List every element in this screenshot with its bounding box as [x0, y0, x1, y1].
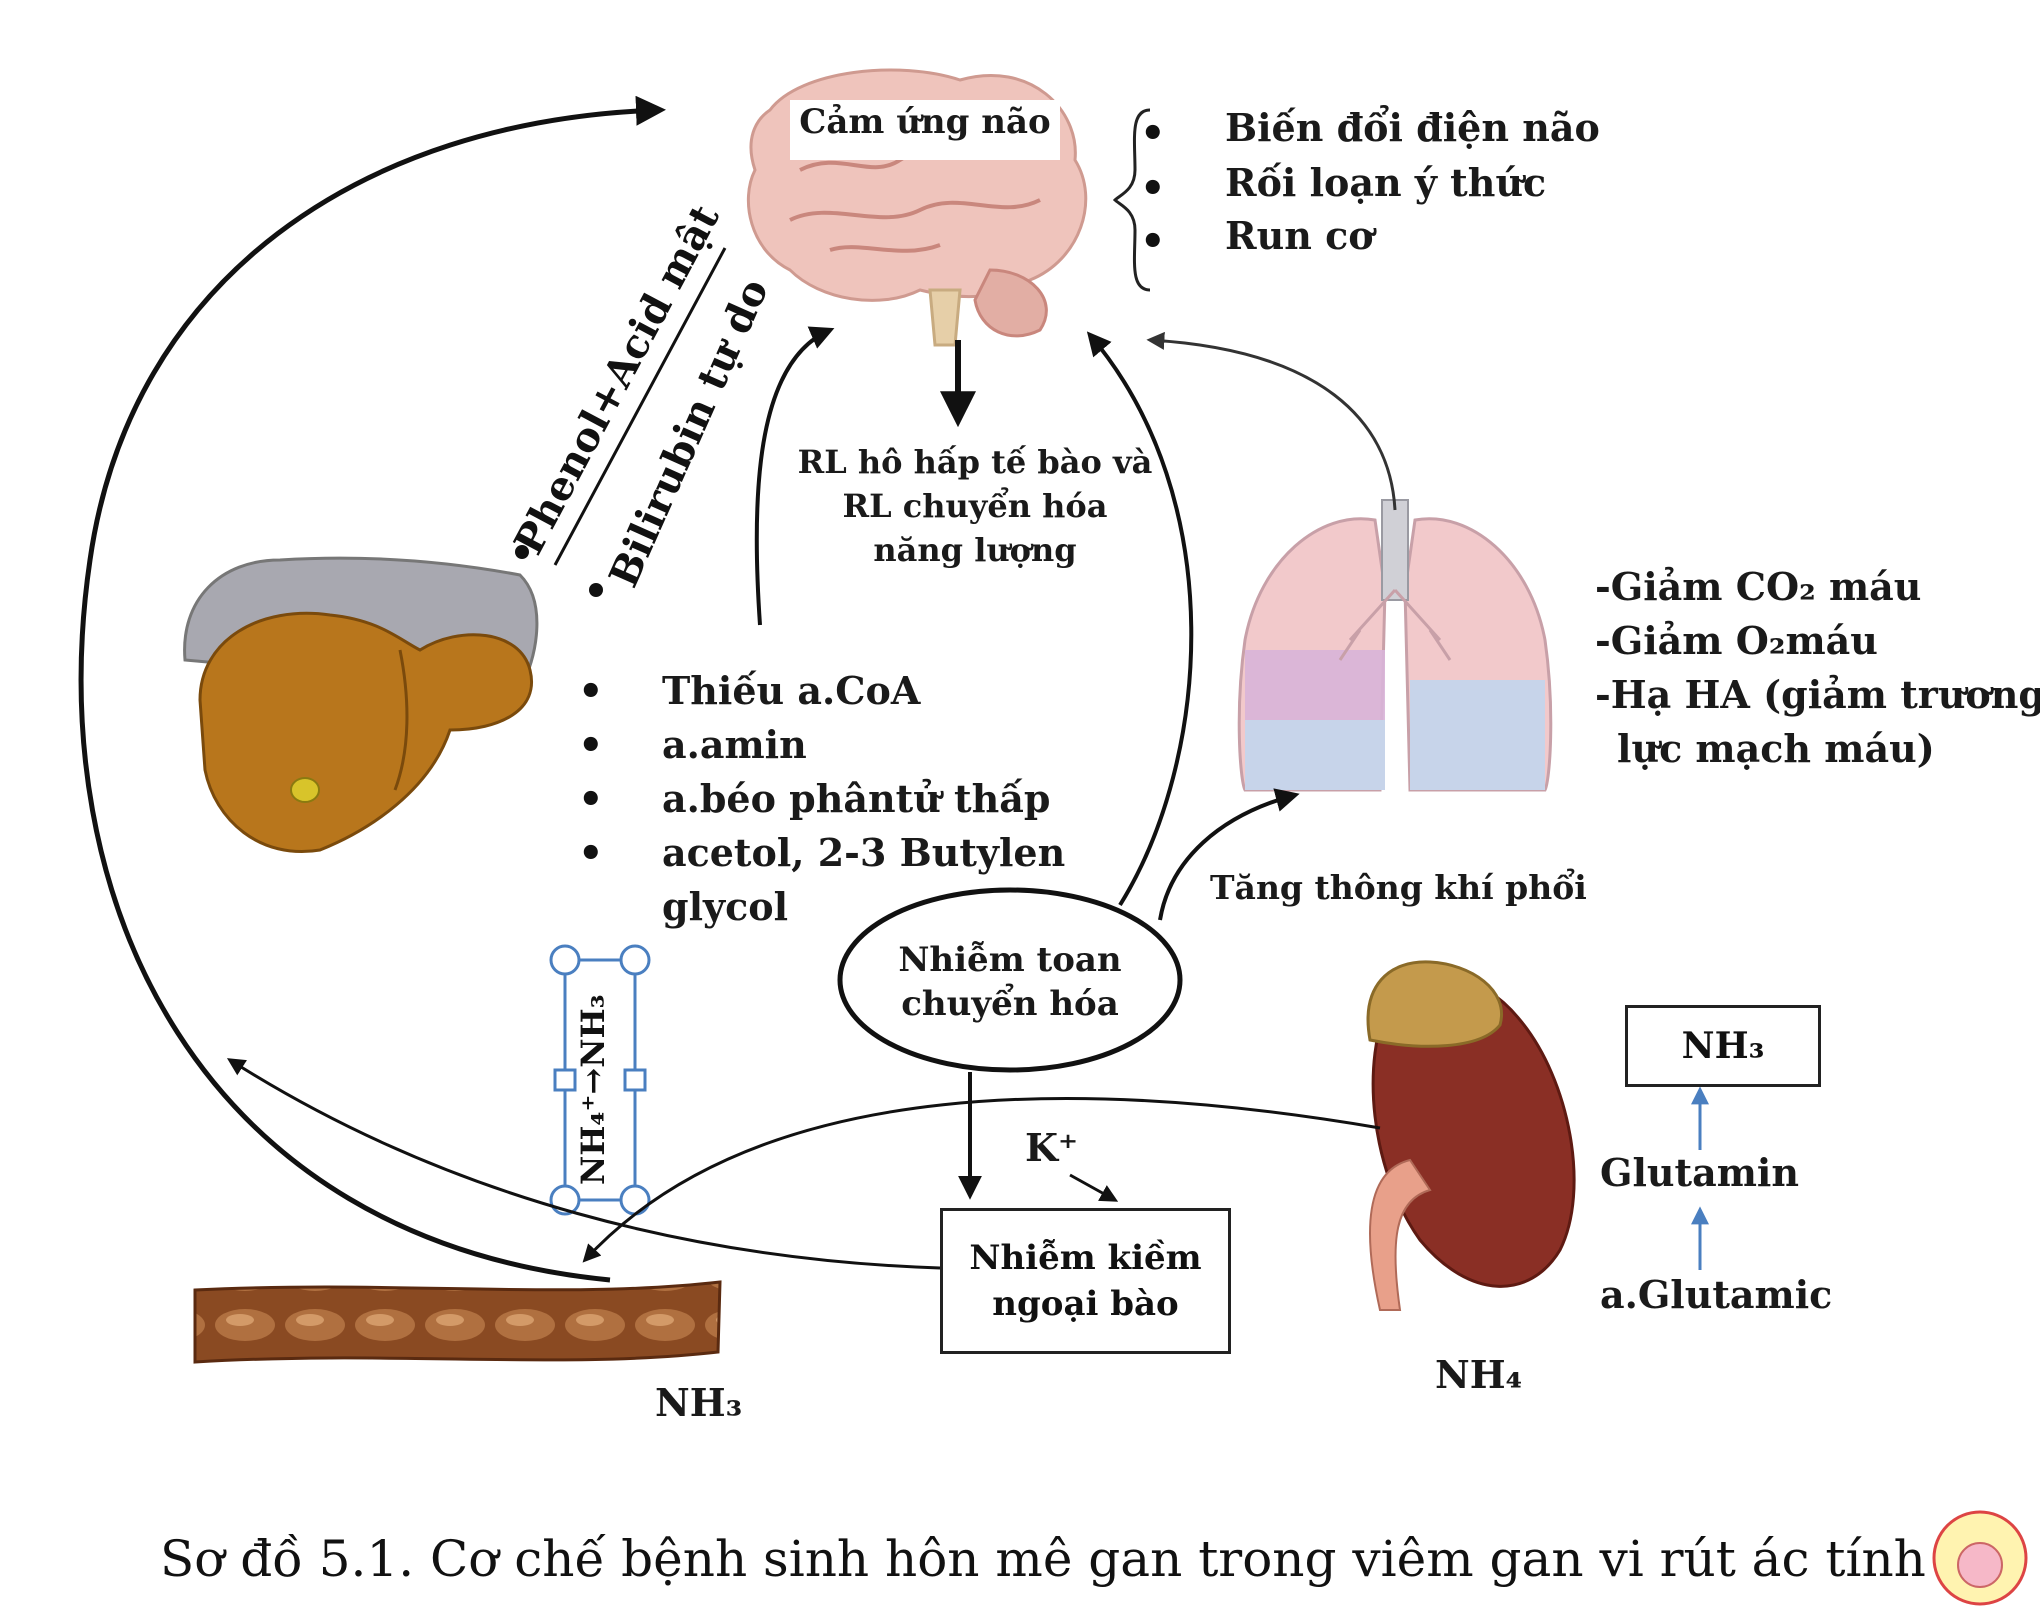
liver-product: a.béo phântử thấp — [662, 776, 1051, 821]
arrow-liver-to-brain — [754, 326, 835, 626]
bullet: • — [578, 722, 604, 769]
bullet: • — [578, 668, 604, 715]
logo-seal — [1932, 1510, 2028, 1606]
alkalosis-box: Nhiễm kiềm ngoại bào — [940, 1208, 1231, 1354]
arc-muscle-to-brain — [78, 95, 666, 1283]
arrow-acidosis-to-lungs — [1158, 788, 1300, 921]
bullet: • — [1140, 165, 1166, 212]
arrow-alkalosis-to-liver — [226, 1058, 941, 1270]
bullet: • — [578, 776, 604, 823]
brace — [1112, 108, 1151, 292]
liver-product: glycol — [662, 884, 789, 929]
bullet: • — [578, 830, 604, 877]
bullet: • — [1140, 218, 1166, 265]
brain-effect: Biến đổi điện não — [1225, 105, 1600, 150]
potassium-label: K⁺ — [1025, 1125, 1079, 1170]
brain-illustration — [747, 68, 1088, 347]
arrow-lungs-to-brain — [1146, 331, 1397, 511]
lung-effects: -Giảm CO₂ máu -Giảm O₂máu -Hạ HA (giảm t… — [1595, 564, 2040, 771]
arrow-kidney-to-muscle — [582, 1097, 1381, 1263]
brain-effect: Rối loạn ý thức — [1225, 160, 1547, 205]
ammonium-conversion-label: NH₄⁺→NH₃ — [574, 994, 612, 1185]
bile-divider — [553, 247, 727, 566]
nh3-box: NH₃ — [1625, 1005, 1821, 1087]
liver-product: acetol, 2-3 Butylen — [662, 830, 1066, 875]
bullet: • — [1140, 110, 1166, 157]
acidosis-ellipse — [837, 887, 1183, 1073]
glutamin-label: Glutamin — [1600, 1150, 1799, 1195]
hyperventilation-label: Tăng thông khí phổi — [1210, 868, 1587, 907]
cell-respiration-text: RL hô hấp tế bào và RL chuyển hóa năng l… — [797, 443, 1153, 569]
arrow-acidosis-to-brain — [1086, 331, 1194, 907]
liver-illustration — [183, 556, 539, 853]
liver-product: a.amin — [662, 722, 807, 767]
liver-product: Thiếu a.CoA — [662, 668, 921, 713]
lungs-illustration — [1237, 499, 1553, 792]
kidney-nh4-label: NH₄ — [1435, 1352, 1523, 1397]
kidney-illustration — [1366, 960, 1576, 1311]
brain-label: Cảm ứng não — [799, 102, 1051, 142]
figure-caption: Sơ đồ 5.1. Cơ chế bệnh sinh hôn mê gan t… — [160, 1530, 1926, 1588]
acidosis-label: Nhiễm toan chuyển hóa — [898, 940, 1122, 1024]
arrow-potassium — [1069, 1173, 1119, 1202]
brain-effect: Run cơ — [1225, 213, 1374, 258]
muscle-nh3-label: NH₃ — [655, 1380, 743, 1425]
glutamic-label: a.Glutamic — [1600, 1272, 1833, 1317]
muscle-illustration — [193, 1280, 722, 1364]
